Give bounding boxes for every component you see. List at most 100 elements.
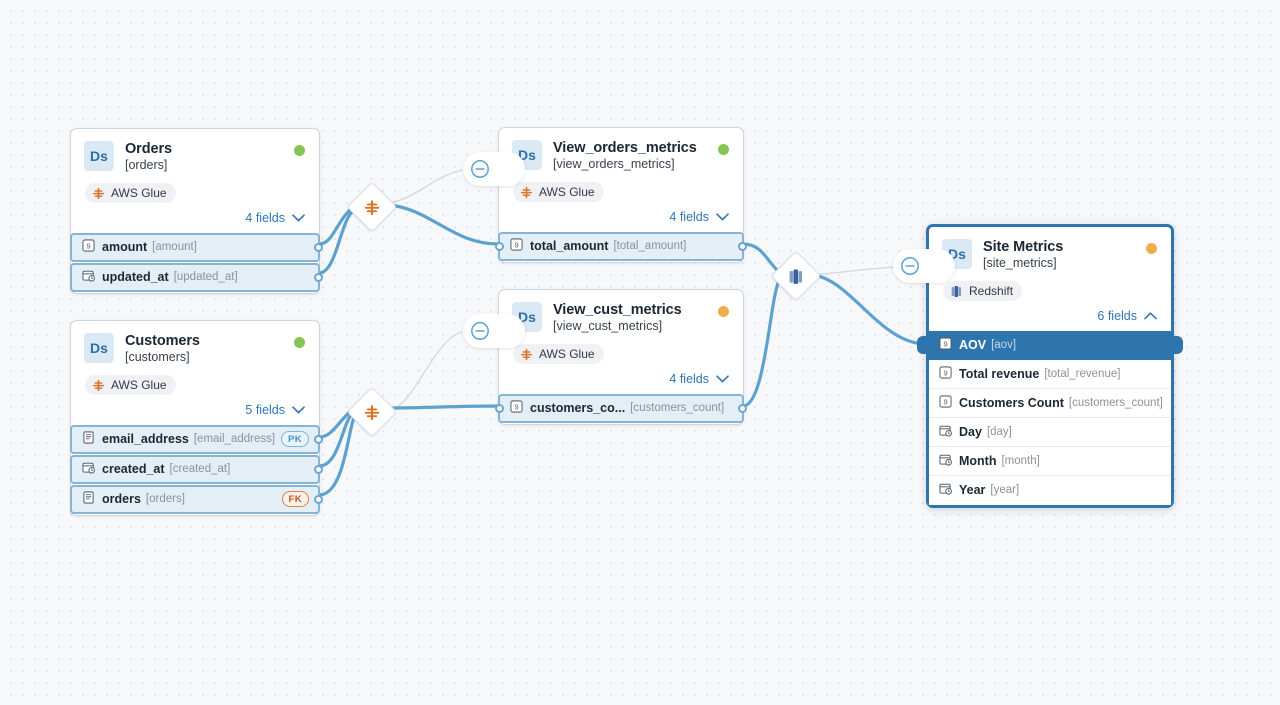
node-customers[interactable]: Ds Customers [customers] AWS Glue 5 fiel… [70, 320, 323, 516]
number-field-icon: 9 [510, 400, 523, 416]
field-alias: [total_amount] [613, 240, 687, 252]
fields-toggle-view-orders-metrics[interactable]: 4 fields [499, 204, 743, 232]
fields-toggle-customers[interactable]: 5 fields [71, 397, 319, 425]
field-alias: [created_at] [169, 463, 231, 475]
transform-node-orders[interactable] [346, 181, 398, 233]
node-view-orders-metrics[interactable]: Ds View_orders_metrics [view_orders_metr… [495, 127, 747, 263]
field-list: email_address [email_address] PK created… [70, 424, 323, 514]
node-title: Orders [125, 141, 172, 157]
field-alias: [month] [1001, 454, 1040, 467]
source-badge-redshift: Redshift [943, 281, 1023, 301]
field-name: total_amount [530, 239, 609, 253]
fields-toggle-orders[interactable]: 4 fields [71, 205, 319, 233]
node-title: View_orders_metrics [553, 140, 697, 156]
status-indicator-green [294, 337, 305, 348]
number-field-icon: 9 [939, 337, 952, 353]
aws-glue-icon [92, 379, 105, 392]
aws-glue-icon [520, 348, 533, 361]
field-alias: [day] [986, 425, 1012, 438]
field-port-right[interactable] [314, 242, 323, 252]
field-row[interactable]: 9 amount [amount] [70, 232, 323, 262]
node-title: Site Metrics [983, 239, 1064, 255]
field-port-right[interactable] [738, 403, 747, 413]
foreign-key-badge: FK [281, 491, 309, 507]
datetime-field-icon [939, 482, 952, 498]
fields-toggle-view-cust-metrics[interactable]: 4 fields [499, 366, 743, 394]
field-name: AOV [959, 338, 987, 352]
field-port-right[interactable] [314, 464, 323, 474]
svg-text:9: 9 [943, 368, 947, 377]
transform-node-customers[interactable] [346, 386, 398, 438]
collapse-button-view-cust-metrics[interactable] [463, 314, 525, 348]
collapse-button-site-metrics[interactable] [893, 249, 955, 283]
field-name: Year [959, 483, 986, 497]
text-field-icon [82, 491, 95, 507]
field-name: Total revenue [959, 366, 1040, 381]
number-field-icon: 9 [939, 394, 952, 411]
field-row[interactable]: created_at [created_at] [70, 454, 323, 484]
field-alias: [customers_count] [630, 402, 725, 414]
field-row[interactable]: Day [day] [929, 417, 1171, 447]
aws-glue-icon [364, 404, 381, 421]
field-row[interactable]: updated_at [updated_at] [70, 262, 323, 292]
collapse-button-view-orders-metrics[interactable] [463, 152, 525, 186]
text-field-icon [82, 431, 95, 447]
status-indicator-green [718, 144, 729, 155]
field-row[interactable]: 9 total_amount [total_amount] [495, 231, 747, 261]
source-label: AWS Glue [539, 347, 595, 361]
fields-count-label: 4 fields [669, 209, 709, 224]
active-row-tab-right [1171, 336, 1183, 354]
field-row[interactable]: 9 customers_co... [customers_count] [495, 393, 747, 423]
chevron-down-icon [292, 403, 305, 417]
datetime-field-icon [82, 269, 95, 285]
node-title: Customers [125, 333, 200, 349]
field-port-left[interactable] [495, 403, 504, 413]
field-row[interactable]: Year [year] [929, 475, 1171, 505]
field-row-active[interactable]: 9 AOV [aov] [917, 330, 1183, 360]
field-list: 9 customers_co... [customers_count] [495, 393, 747, 423]
field-port-right[interactable] [314, 434, 323, 444]
field-list: 9 amount [amount] updated_at [updated_at… [70, 232, 323, 292]
node-title: View_cust_metrics [553, 302, 682, 318]
node-view-cust-metrics[interactable]: Ds View_cust_metrics [view_cust_metrics]… [495, 289, 747, 425]
field-name: amount [102, 240, 148, 254]
field-name: Month [959, 453, 997, 468]
field-name: email_address [102, 432, 189, 446]
status-indicator-amber [1146, 243, 1157, 254]
node-header: Ds View_cust_metrics [view_cust_metrics]… [499, 290, 743, 366]
field-alias: [amount] [152, 241, 197, 253]
source-label: AWS Glue [539, 185, 595, 199]
node-header: Ds View_orders_metrics [view_orders_metr… [499, 128, 743, 204]
node-subtitle: [customers] [125, 350, 190, 364]
field-port-right[interactable] [738, 241, 747, 251]
field-row[interactable]: email_address [email_address] PK [70, 424, 323, 454]
field-row[interactable]: orders [orders] FK [70, 484, 323, 514]
node-site-metrics[interactable]: Ds Site Metrics [site_metrics] Redshift … [917, 224, 1183, 508]
svg-text:9: 9 [86, 241, 90, 250]
source-label: AWS Glue [111, 186, 167, 200]
source-label: AWS Glue [111, 378, 167, 392]
fields-toggle-site-metrics[interactable]: 6 fields [929, 303, 1171, 331]
field-row[interactable]: Month [month] [929, 446, 1171, 476]
chevron-up-icon [1144, 309, 1157, 323]
field-row[interactable]: 9 Customers Count [customers_count] [929, 388, 1171, 418]
minus-circle-icon [463, 314, 497, 348]
field-name: created_at [102, 462, 165, 476]
node-header: Ds Site Metrics [site_metrics] Redshift [929, 227, 1171, 303]
field-port-right[interactable] [314, 494, 323, 504]
field-name: orders [102, 492, 141, 506]
field-row[interactable]: 9 Total revenue [total_revenue] [929, 359, 1171, 389]
transform-node-merge[interactable] [770, 250, 822, 302]
active-row-tab-left [917, 336, 929, 354]
node-orders[interactable]: Ds Orders [orders] AWS Glue 4 fields [70, 128, 323, 294]
field-alias: [orders] [145, 493, 185, 505]
field-alias: [email_address] [193, 433, 276, 445]
datetime-field-icon [939, 424, 952, 440]
dataset-type-badge: Ds [84, 333, 114, 363]
field-port-right[interactable] [314, 272, 323, 282]
field-alias: [customers_count] [1068, 396, 1163, 409]
field-name: Day [959, 424, 982, 439]
fields-count-label: 6 fields [1097, 308, 1137, 323]
field-port-left[interactable] [495, 241, 504, 251]
